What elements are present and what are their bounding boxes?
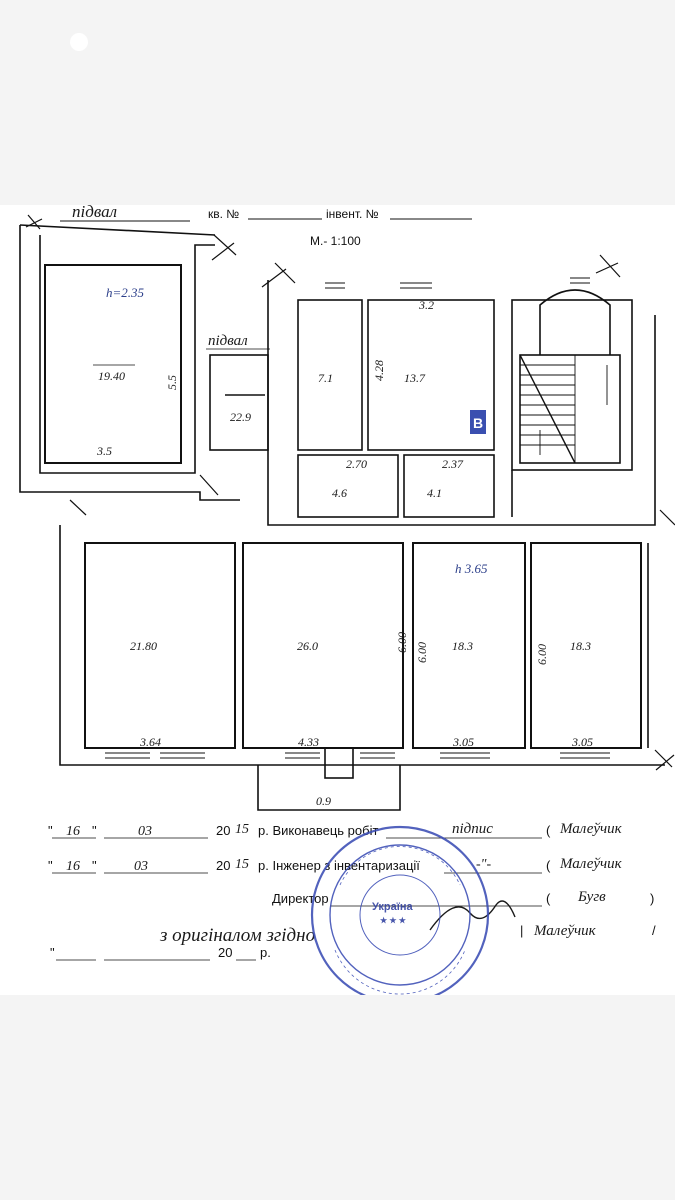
hall-1-area: 4.6 — [332, 486, 347, 500]
inventory-label: інвент. № — [326, 207, 379, 221]
basement-area: 19.40 — [98, 369, 125, 383]
room-3-dim-bottom: 3.05 — [452, 735, 474, 749]
row4-suffix: р. — [260, 945, 271, 960]
svg-text:(: ( — [546, 891, 551, 906]
document-scan: підвал кв. № інвент. № М.- 1:100 — [0, 205, 675, 995]
svg-text:": " — [92, 858, 97, 873]
room-b-marker: В — [473, 415, 483, 431]
row2-year-prefix: 20 — [216, 858, 230, 873]
room-3-dim-side: 6.00 — [415, 642, 429, 663]
svg-text:|: | — [520, 923, 523, 938]
room-b-dim-top: 3.2 — [418, 298, 434, 312]
room-4-dim-bottom: 3.05 — [571, 735, 593, 749]
storage-area: 22.9 — [230, 410, 251, 424]
basement-dim-bottom: 3.5 — [96, 444, 112, 458]
row2-month: 03 — [134, 859, 148, 874]
apartment-label: кв. № — [208, 207, 239, 221]
ground-height: h 3.65 — [455, 561, 488, 576]
hall-1-dim: 2.70 — [346, 457, 367, 471]
row1-suffix: р. Виконавець робіт — [258, 823, 378, 838]
hall-2-dim: 2.37 — [442, 457, 464, 471]
basement-height: h=2.35 — [106, 285, 145, 300]
row2-year-suffix: 15 — [235, 857, 249, 872]
row4-year-prefix: 20 — [218, 945, 232, 960]
svg-text:": " — [48, 858, 53, 873]
room-3-area: 18.3 — [452, 639, 473, 653]
top-bar — [0, 0, 675, 205]
room-4-dim-side: 6.00 — [535, 644, 549, 665]
row2-day: 16 — [66, 859, 80, 874]
svg-text:(: ( — [546, 858, 551, 873]
row4-note: з оригіналом згідно — [159, 925, 315, 946]
row1-day: 16 — [66, 824, 80, 839]
basement-dim-side: 5.5 — [165, 375, 179, 390]
row2-name: Малеўчик — [559, 856, 623, 872]
scale-label: М.- 1:100 — [310, 234, 361, 248]
room-4-area: 18.3 — [570, 639, 591, 653]
row2-suffix: р. Інженер з інвентаризації — [258, 858, 420, 873]
svg-text:": " — [92, 823, 97, 838]
row1-month: 03 — [138, 824, 152, 839]
hall-2-area: 4.1 — [427, 486, 442, 500]
svg-text:/: / — [652, 923, 656, 938]
room-2-dim-side: 6.00 — [395, 632, 409, 653]
storage-label: підвал — [208, 333, 248, 349]
signature-scribble — [429, 900, 516, 931]
room-a-area: 7.1 — [318, 371, 333, 385]
floor-title: підвал — [72, 205, 117, 221]
camera-dot — [70, 33, 88, 51]
svg-text:Україна: Україна — [372, 901, 414, 913]
svg-text:": " — [50, 945, 55, 960]
room-b-dim-side: 4.28 — [372, 360, 386, 381]
floor-plan: підвал кв. № інвент. № М.- 1:100 — [0, 205, 675, 995]
row3-label: Директор — [272, 891, 329, 906]
room-2-area: 26.0 — [297, 639, 318, 653]
bottom-bar — [0, 995, 675, 1200]
row1-sign: підпис — [452, 821, 493, 837]
svg-text:): ) — [650, 891, 654, 906]
row1-name: Малеўчик — [559, 821, 623, 837]
room-b-area: 13.7 — [404, 371, 426, 385]
svg-text:★ ★ ★: ★ ★ ★ — [380, 916, 407, 925]
room-1-area: 21.80 — [130, 639, 157, 653]
porch-dim: 0.9 — [316, 794, 331, 808]
row1-year-prefix: 20 — [216, 823, 230, 838]
row1-year-suffix: 15 — [235, 822, 249, 837]
room-2-dim-bottom: 4.33 — [298, 735, 319, 749]
room-1-dim-bottom: 3.64 — [139, 735, 161, 749]
official-stamp: Україна ★ ★ ★ — [310, 825, 490, 995]
row4-name: Малеўчик — [533, 923, 597, 939]
svg-text:(: ( — [546, 823, 551, 838]
row2-sign: -"- — [476, 857, 492, 872]
svg-text:": " — [48, 823, 53, 838]
row3-name: Бугв — [577, 889, 606, 905]
room-b-marker-box — [470, 410, 486, 434]
